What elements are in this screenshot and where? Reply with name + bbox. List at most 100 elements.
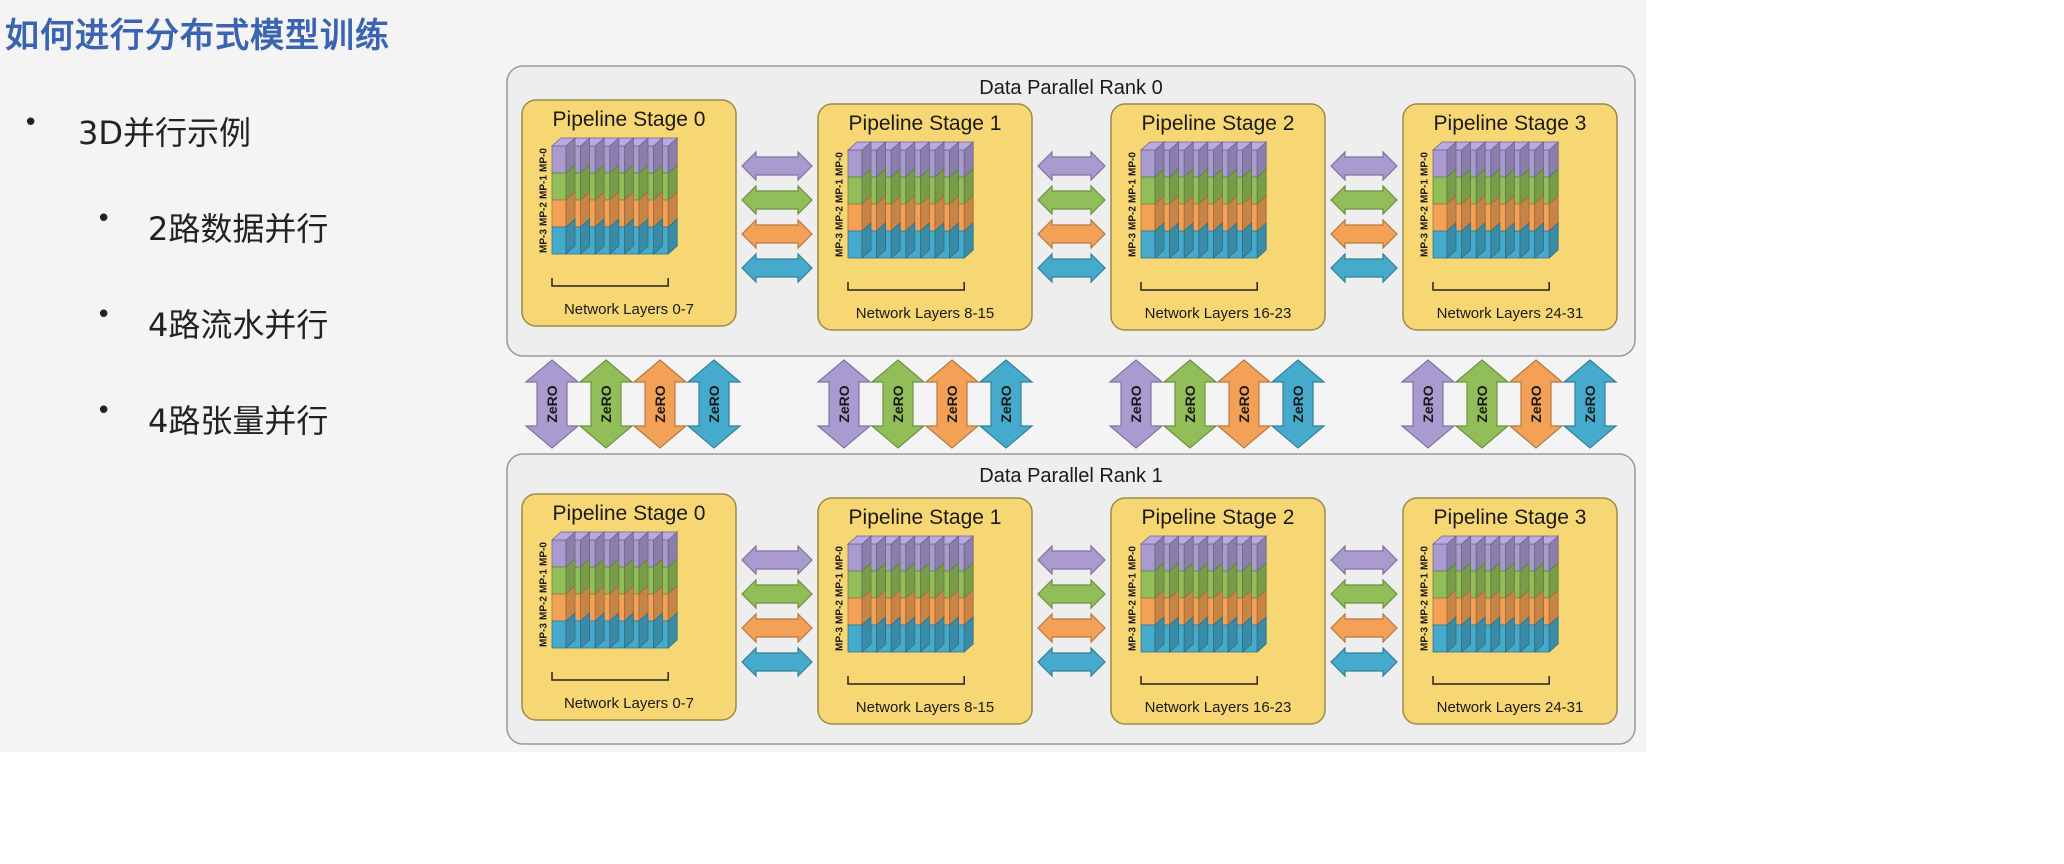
slab-side — [861, 616, 872, 653]
slab-side — [1169, 222, 1179, 259]
pipeline-stage: Pipeline Stage 0MP-0MP-1MP-2MP-3Network … — [521, 493, 737, 721]
slab-side — [609, 218, 620, 255]
zero-label: ZeRO — [998, 385, 1014, 422]
slab-side — [1154, 616, 1165, 653]
bullet-level2: • 2路数据并行 — [96, 204, 328, 250]
double-arrow-icon — [741, 544, 813, 576]
bullet-dot-icon: • — [96, 204, 112, 234]
stage-title: Pipeline Stage 2 — [1142, 506, 1295, 529]
layer-stack — [846, 535, 975, 653]
layer-stack — [550, 137, 679, 255]
slab-top — [846, 141, 873, 151]
slab-side — [609, 612, 620, 649]
bracket — [551, 672, 669, 681]
vertical-double-arrow-icon — [924, 359, 980, 449]
bracket — [551, 278, 669, 287]
layer-stack — [846, 141, 975, 259]
bracket — [1140, 676, 1258, 685]
slab-front — [1140, 624, 1156, 653]
zero-label: ZeRO — [544, 385, 560, 422]
slab-side — [1227, 616, 1238, 653]
slab-side — [638, 612, 649, 649]
slab-front — [1432, 570, 1448, 599]
slab-side — [1242, 222, 1252, 259]
slab-side — [1256, 616, 1267, 653]
double-arrow-icon — [1037, 544, 1106, 576]
pipeline-stage: Pipeline Stage 2MP-0MP-1MP-2MP-3Network … — [1110, 497, 1326, 725]
zero-arrow: ZeRO — [632, 359, 688, 449]
stage-title: Pipeline Stage 1 — [849, 112, 1002, 135]
vertical-double-arrow-icon — [1216, 359, 1272, 449]
vertical-double-arrow-icon — [686, 359, 742, 449]
slab-side — [1183, 616, 1194, 653]
vertical-double-arrow-icon — [1108, 359, 1164, 449]
pipeline-stage: Pipeline Stage 0MP-0MP-1MP-2MP-3Network … — [521, 99, 737, 327]
slab-side — [1475, 222, 1486, 259]
layer-stack — [1139, 535, 1268, 653]
zero-label: ZeRO — [706, 385, 722, 422]
bullet-text: 4路张量并行 — [148, 402, 329, 440]
zero-arrow: ZeRO — [924, 359, 980, 449]
vertical-double-arrow-icon — [978, 359, 1034, 449]
vertical-double-arrow-icon — [1454, 359, 1510, 449]
slab-side — [1519, 222, 1530, 259]
zero-arrow: ZeRO — [1108, 359, 1164, 449]
double-arrow-icon — [741, 578, 813, 610]
slab-side — [890, 222, 901, 259]
mp-label: MP-3 — [539, 229, 550, 253]
double-arrow-icon — [741, 150, 813, 182]
mp-label: MP-3 — [835, 233, 846, 257]
slab-front — [1140, 543, 1156, 572]
rank-label: Data Parallel Rank 0 — [979, 77, 1162, 99]
slab-side — [1183, 222, 1194, 259]
bracket — [847, 282, 965, 291]
vertical-double-arrow-icon — [1400, 359, 1456, 449]
zero-arrow: ZeRO — [1400, 359, 1456, 449]
slab-front — [1140, 230, 1156, 259]
layer-stack — [1139, 141, 1268, 259]
stage-title: Pipeline Stage 3 — [1434, 506, 1587, 529]
slab-front — [551, 226, 567, 255]
bracket — [1432, 282, 1550, 291]
mp-label: MP-1 — [539, 175, 550, 199]
bullet-dot-icon: • — [23, 108, 39, 138]
mp-label: MP-2 — [539, 202, 550, 226]
slab-front — [1140, 176, 1156, 205]
3d-parallelism-diagram: Data Parallel Rank 0 Pipeline Stage 0MP-0… — [506, 65, 1636, 745]
double-arrow-icon — [741, 646, 813, 678]
mp-label: MP-0 — [1128, 152, 1139, 176]
stage-layers-label: Network Layers 0-7 — [564, 301, 694, 318]
slab-front — [1140, 570, 1156, 599]
slab-side — [1548, 616, 1559, 653]
double-arrow-icon — [1330, 612, 1398, 644]
zero-label: ZeRO — [1420, 385, 1436, 422]
slab-side — [594, 218, 605, 255]
mp-label: MP-1 — [835, 573, 846, 597]
zero-label: ZeRO — [890, 385, 906, 422]
slab-side — [890, 616, 901, 653]
slab-side — [1461, 222, 1471, 259]
zero-arrow: ZeRO — [1508, 359, 1564, 449]
mp-label: MP-2 — [1128, 600, 1139, 624]
zero-label: ZeRO — [1128, 385, 1144, 422]
bullet-text: 3D并行示例 — [78, 114, 252, 152]
slab-front — [847, 149, 863, 178]
double-arrow-icon — [1330, 218, 1398, 250]
mp-label: MP-3 — [1128, 233, 1139, 257]
mp-label: MP-2 — [539, 596, 550, 620]
data-parallel-rank: Data Parallel Rank 0 — [506, 65, 1636, 357]
zero-arrow: ZeRO — [1270, 359, 1326, 449]
slab-side — [963, 222, 974, 259]
slab-side — [1198, 222, 1209, 259]
vertical-double-arrow-icon — [1162, 359, 1218, 449]
mp-label: MP-3 — [1420, 233, 1431, 257]
slab-side — [1169, 616, 1179, 653]
slab-side — [580, 612, 590, 649]
double-arrow-icon — [1330, 578, 1398, 610]
double-arrow-icon — [1037, 578, 1106, 610]
slab-front — [1432, 543, 1448, 572]
slab-side — [905, 616, 916, 653]
stage-layers-label: Network Layers 24-31 — [1437, 305, 1584, 322]
slab-side — [653, 218, 663, 255]
vertical-double-arrow-icon — [816, 359, 872, 449]
